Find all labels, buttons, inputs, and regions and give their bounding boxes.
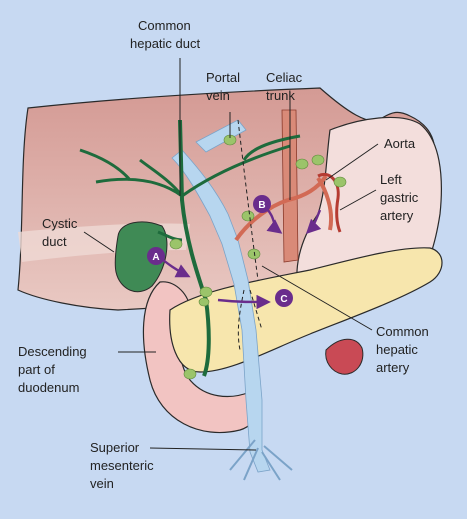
hepatic-duct-branches bbox=[79, 134, 301, 198]
leader-lines bbox=[83, 58, 379, 451]
label-celiac-trunk: Celiac trunk bbox=[266, 70, 306, 103]
marker-b: B bbox=[253, 195, 271, 213]
spleen bbox=[325, 338, 364, 375]
marker-c: C bbox=[275, 289, 293, 307]
label-descending-duodenum: Descending part of duodenum bbox=[18, 344, 90, 395]
label-left-gastric-artery: Left gastric artery bbox=[380, 172, 422, 223]
label-portal-vein: Portal vein bbox=[206, 70, 244, 103]
svg-text:B: B bbox=[258, 200, 265, 211]
label-cystic-duct: Cystic duct bbox=[42, 216, 81, 249]
arrow-left-gastric bbox=[305, 209, 322, 235]
left-gastric-artery bbox=[317, 173, 342, 233]
hidden-structure-outline bbox=[237, 119, 263, 351]
marker-a: A bbox=[147, 247, 165, 265]
lymph-nodes bbox=[169, 134, 347, 380]
gallbladder bbox=[114, 221, 168, 293]
pancreas bbox=[169, 247, 443, 373]
label-aorta: Aorta bbox=[384, 136, 416, 151]
label-common-hepatic-artery: Common hepatic artery bbox=[376, 324, 432, 375]
mesenteric-vein-tributaries bbox=[229, 439, 293, 481]
label-common-hepatic-duct: Common hepatic duct bbox=[130, 18, 200, 51]
celiac-artery-branches bbox=[234, 174, 333, 242]
portal-vein bbox=[171, 149, 271, 473]
svg-text:A: A bbox=[152, 252, 159, 263]
label-superior-mesenteric-vein: Superior mesenteric vein bbox=[90, 440, 157, 491]
svg-text:C: C bbox=[280, 294, 287, 305]
arrow-c bbox=[217, 294, 271, 310]
cystic-duct bbox=[157, 230, 183, 242]
portal-vein-branch bbox=[195, 119, 247, 153]
